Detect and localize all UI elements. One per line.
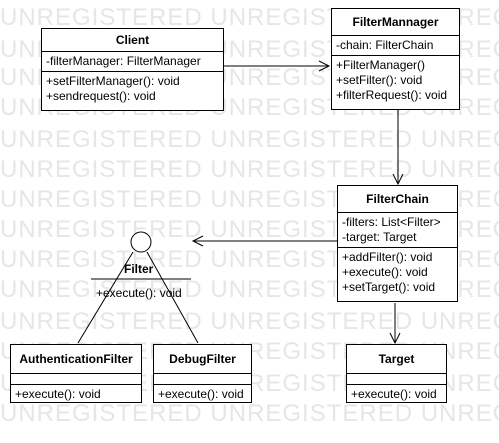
- arrowhead-open: [318, 60, 331, 72]
- arrowhead-open: [389, 332, 401, 345]
- interface-lollipop-icon: [130, 231, 152, 253]
- class-operations: +execute(): void: [11, 385, 141, 404]
- class-operations: +addFilter(): void +execute(): void +set…: [338, 248, 457, 297]
- class-name: FilterMannager: [332, 9, 459, 36]
- class-attributes: -filters: List<Filter> -target: Target: [338, 213, 457, 248]
- class-operation: +setFilterManager(): void: [46, 74, 180, 88]
- class-operation: +execute(): void: [158, 387, 244, 401]
- class-attribute: -chain: FilterChain: [336, 38, 434, 52]
- realization-debugfilter: [146, 251, 199, 344]
- class-attributes: -chain: FilterChain: [332, 36, 459, 56]
- class-attribute: -filters: List<Filter>: [342, 215, 441, 229]
- class-target: Target +execute(): void: [346, 344, 447, 403]
- arrowhead-open: [392, 173, 404, 186]
- class-operations: +setFilterManager(): void +sendrequest()…: [42, 72, 223, 106]
- interface-name: Filter: [124, 262, 154, 276]
- class-operation: +setFilter(): void: [336, 73, 423, 87]
- class-attributes: -filterManager: FilterManager: [42, 52, 223, 72]
- class-authentication-filter: AuthenticationFilter +execute(): void: [10, 344, 142, 403]
- class-operation: +execute(): void: [15, 387, 101, 401]
- realization-authenticationfilter: [77, 251, 134, 344]
- class-operation: +sendrequest(): void: [46, 89, 156, 103]
- class-name: FilterChain: [338, 186, 457, 213]
- class-operation: +setTarget(): void: [342, 280, 436, 294]
- class-operations: +execute(): void: [154, 385, 251, 404]
- class-operation: +addFilter(): void: [342, 250, 433, 264]
- class-client: Client -filterManager: FilterManager +se…: [41, 28, 224, 111]
- class-operations: +execute(): void: [347, 385, 446, 404]
- arrowhead-open: [191, 235, 204, 247]
- class-operation: +execute(): void: [351, 387, 437, 401]
- class-attribute: -target: Target: [342, 230, 417, 244]
- class-attributes: [347, 374, 446, 385]
- class-name: Client: [42, 29, 223, 52]
- class-attributes: [11, 374, 141, 385]
- class-name: Target: [347, 345, 446, 374]
- class-operation: +FilterManager(): [336, 58, 426, 72]
- class-name: AuthenticationFilter: [11, 345, 141, 374]
- class-filter-manager: FilterMannager -chain: FilterChain +Filt…: [331, 8, 460, 110]
- class-operations: +FilterManager() +setFilter(): void +fil…: [332, 56, 459, 105]
- interface-operation: +execute(): void: [96, 286, 182, 300]
- class-operation: +filterRequest(): void: [336, 88, 448, 102]
- class-attributes: [154, 374, 251, 385]
- class-filter-chain: FilterChain -filters: List<Filter> -targ…: [337, 185, 458, 302]
- class-name: DebugFilter: [154, 345, 251, 374]
- class-debug-filter: DebugFilter +execute(): void: [153, 344, 252, 403]
- class-operation: +execute(): void: [342, 265, 428, 279]
- class-attribute: -filterManager: FilterManager: [46, 54, 201, 68]
